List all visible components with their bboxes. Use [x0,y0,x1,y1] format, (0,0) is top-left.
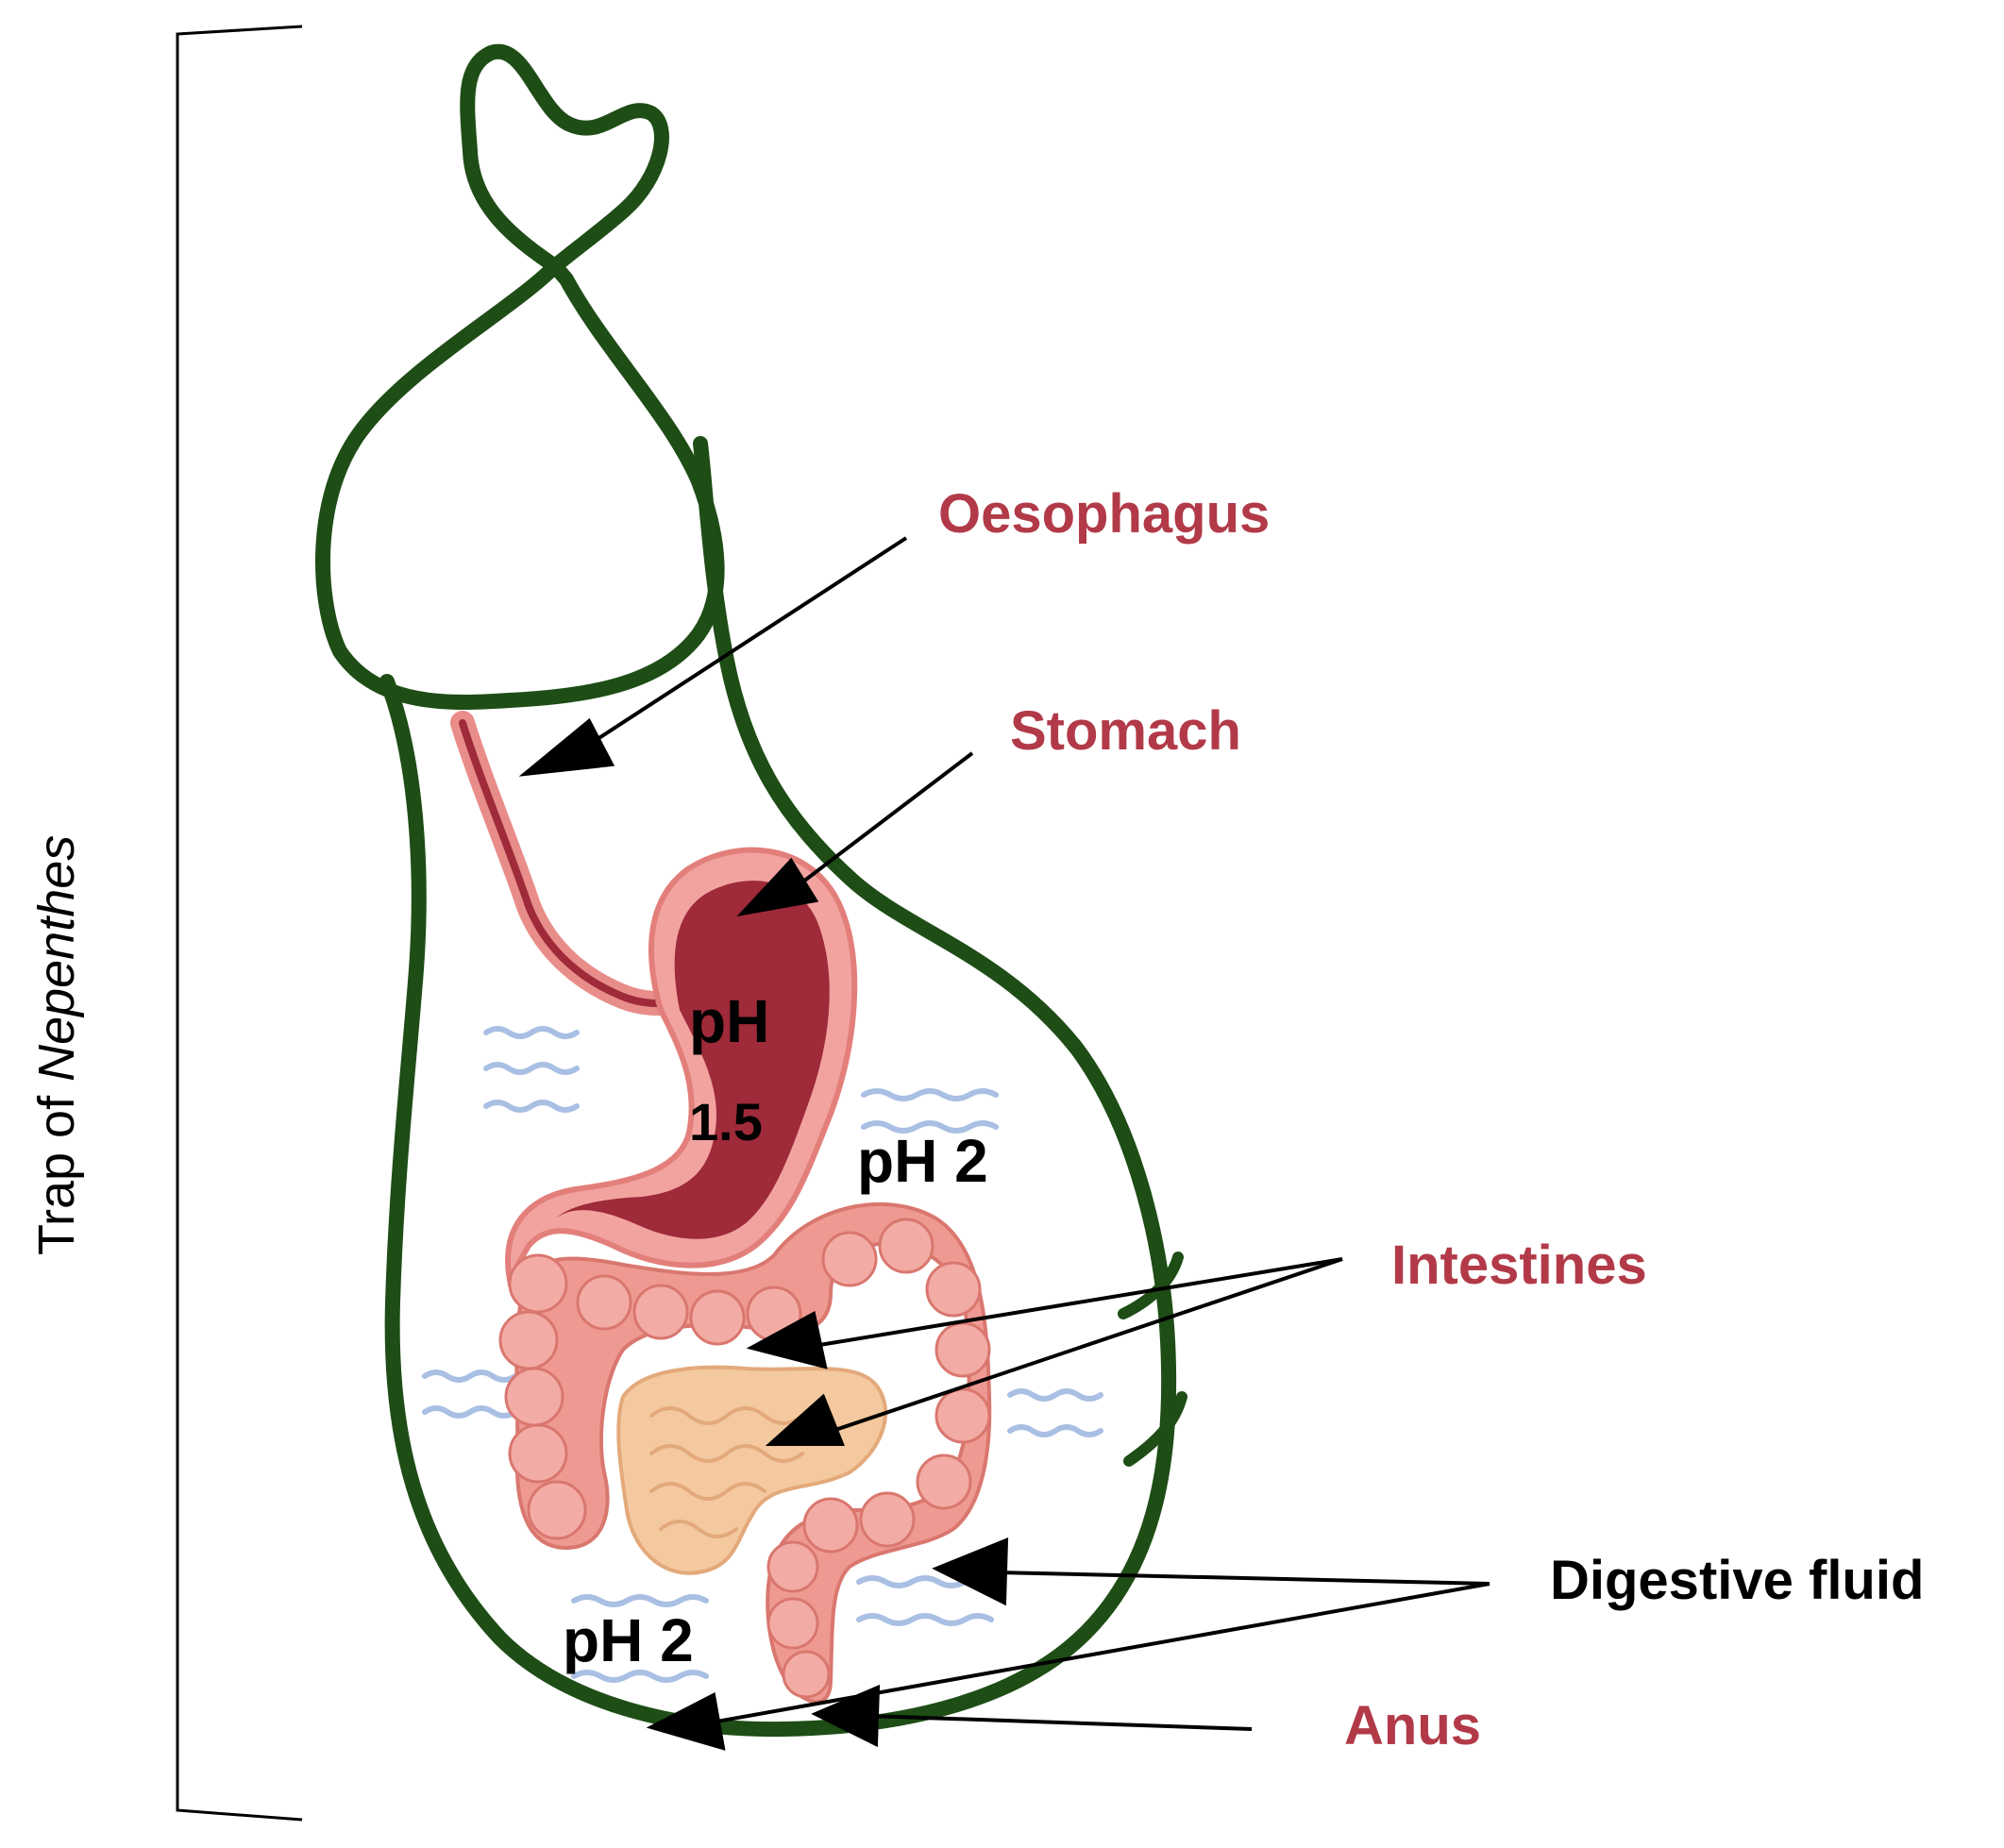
side-title: Trap of Nepenthes [28,835,85,1255]
arrow-oesophagus [574,536,908,755]
arrow-stomach [782,751,974,899]
wave-icon [422,1405,518,1419]
wave-icon [856,1613,994,1626]
pitcher-body [379,436,1177,1738]
small-intestine-folds [649,1406,804,1538]
arrow-head-icon [932,1537,1009,1606]
arrow-fluid-1 [996,1571,1490,1586]
left-bracket [176,25,303,1822]
wave-icon [861,1088,999,1101]
wave-icon [422,1369,518,1383]
wave-icon [571,1594,709,1607]
arrow-intestines-2 [820,1257,1343,1436]
ph-fluid-bottom: pH 2 [563,1606,694,1674]
label-anus: Anus [1344,1695,1481,1756]
arrow-head-icon [736,857,819,917]
wave-icon [483,1062,580,1075]
ph-fluid-right: pH 2 [857,1127,988,1195]
wave-icon [483,1100,580,1113]
wave-icon [1007,1424,1103,1437]
arrow-head-icon [746,1310,828,1369]
arrow-head-icon [518,717,615,777]
ph-stomach-line2: 1.5 [689,1092,763,1151]
wave-icon [483,1026,580,1039]
side-title-prefix: Trap of [28,1082,85,1255]
pitcher-peristome [315,259,725,710]
label-stomach: Stomach [1010,700,1241,762]
side-title-species: Nepenthes [28,835,85,1082]
arrow-head-icon [811,1684,881,1748]
wave-icon [571,1670,709,1683]
arrows [518,536,1490,1751]
wave-icon [1007,1388,1103,1402]
arrow-head-icon [765,1393,845,1446]
label-digestive-fluid: Digestive fluid [1550,1550,1924,1611]
oesophagus-lumen [459,719,676,1008]
arrow-fluid-2 [705,1582,1490,1725]
arrow-anus [867,1714,1253,1731]
wave-icon [861,1120,999,1134]
stomach-inner [557,881,830,1239]
pitcher-spur-lower [1123,1391,1187,1467]
arrow-intestines-1 [801,1257,1343,1350]
label-intestines: Intestines [1391,1235,1647,1296]
pitcher-lid [460,43,669,274]
intestine-bumps [498,1218,991,1699]
label-oesophagus: Oesophagus [938,483,1270,545]
ph-stomach-line1: pH [689,987,769,1055]
arrow-head-icon [646,1691,726,1751]
